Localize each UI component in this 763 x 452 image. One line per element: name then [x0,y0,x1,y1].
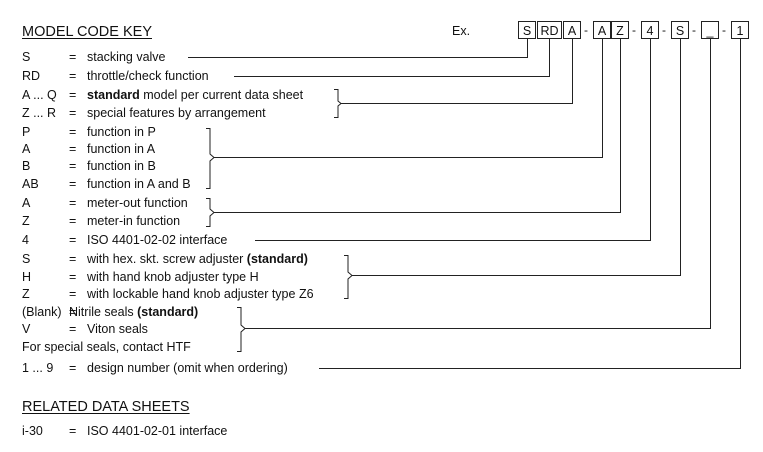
bold-standard: standard [87,88,140,102]
related-desc: ISO 4401-02-01 interface [87,424,228,438]
separator: - [692,23,696,37]
special-seals-note: For special seals, contact HTF [22,340,191,354]
leader-line-function [214,39,603,158]
code-box-z-meter: Z [611,21,629,39]
leader-line-model [341,39,573,104]
code-box-seals: _ [701,21,719,39]
row-equals: = [69,214,77,228]
row-desc: with hand knob adjuster type H [87,270,259,284]
code-box-4-interface: 4 [641,21,659,39]
row-code: A [22,196,31,210]
row-desc: function in P [87,125,156,139]
row-code: (Blank) [22,305,62,319]
model-code-key-title: MODEL CODE KEY [22,24,152,40]
row-desc: with hex. skt. screw adjuster (standard) [87,252,308,266]
row-desc: design number (omit when ordering) [87,361,288,375]
code-box-s-adjuster: S [671,21,689,39]
leader-line-s [188,39,528,58]
leader-line-design [319,39,741,369]
related-data-sheets-title: RELATED DATA SHEETS [22,399,190,415]
row-equals: = [69,361,77,375]
bold-standard: (standard) [137,305,199,319]
bold-standard: (standard) [246,252,308,266]
row-desc: meter-in function [87,214,181,228]
row-equals: = [69,69,77,83]
row-desc: standard model per current data sheet [87,88,303,102]
row-desc: meter-out function [87,196,188,210]
related-code: i-30 [22,424,43,438]
brace-adjuster [344,255,353,299]
row-code: 4 [22,233,29,247]
row-desc: throttle/check function [87,69,209,83]
row-equals: = [69,196,77,210]
row-desc: Viton seals [87,322,148,336]
code-box-a-model: A [563,21,581,39]
row-code: H [22,270,32,284]
row-equals: = [69,125,77,139]
row-equals: = [69,305,77,319]
row-desc: stacking valve [87,50,166,64]
brace-model [334,89,342,118]
row-equals: = [69,88,77,102]
row-desc: function in A [87,142,156,156]
row-code: A ... Q [22,88,57,102]
row-code: B [22,159,31,173]
row-code: Z [22,214,30,228]
separator: - [662,23,666,37]
row-desc-rest: with hex. skt. screw adjuster [87,252,247,266]
row-equals: = [69,322,77,336]
leader-line-rd [234,39,550,77]
row-desc: ISO 4401-02-02 interface [87,233,228,247]
row-equals: = [69,106,77,120]
row-desc-rest: Nitrile seals [69,305,138,319]
row-code: Z ... R [22,106,57,120]
code-box-rd: RD [537,21,562,39]
row-code: P [22,125,31,139]
row-desc: function in B [87,159,156,173]
separator: - [632,23,636,37]
row-equals: = [69,233,77,247]
row-desc: Nitrile seals (standard) [69,305,198,319]
row-equals: = [69,270,77,284]
row-desc-rest: model per current data sheet [139,88,304,102]
leader-line-seals [245,39,711,329]
row-code: AB [22,177,39,191]
separator: - [722,23,726,37]
brace-seals [237,307,246,352]
row-desc: special features by arrangement [87,106,266,120]
row-code: RD [22,69,41,83]
row-desc: with lockable hand knob adjuster type Z6 [87,287,314,301]
row-code: S [22,252,31,266]
row-equals: = [69,177,77,191]
row-equals: = [69,287,77,301]
row-equals: = [69,252,77,266]
leader-line-interface [255,39,651,241]
row-code: V [22,322,31,336]
row-code: A [22,142,31,156]
leader-line-meter [214,39,621,213]
example-label: Ex. [452,24,471,38]
row-code: Z [22,287,30,301]
leader-line-adjuster [352,39,681,276]
code-box-design-number: 1 [731,21,749,39]
row-equals: = [69,159,77,173]
row-equals: = [69,142,77,156]
row-equals: = [69,50,77,64]
code-box-s: S [518,21,536,39]
separator: - [584,23,588,37]
related-equals: = [69,424,77,438]
code-box-a-function: A [593,21,611,39]
row-desc: function in A and B [87,177,191,191]
brace-meter [206,198,215,227]
row-code: S [22,50,31,64]
brace-function [206,128,215,189]
row-code: 1 ... 9 [22,361,54,375]
